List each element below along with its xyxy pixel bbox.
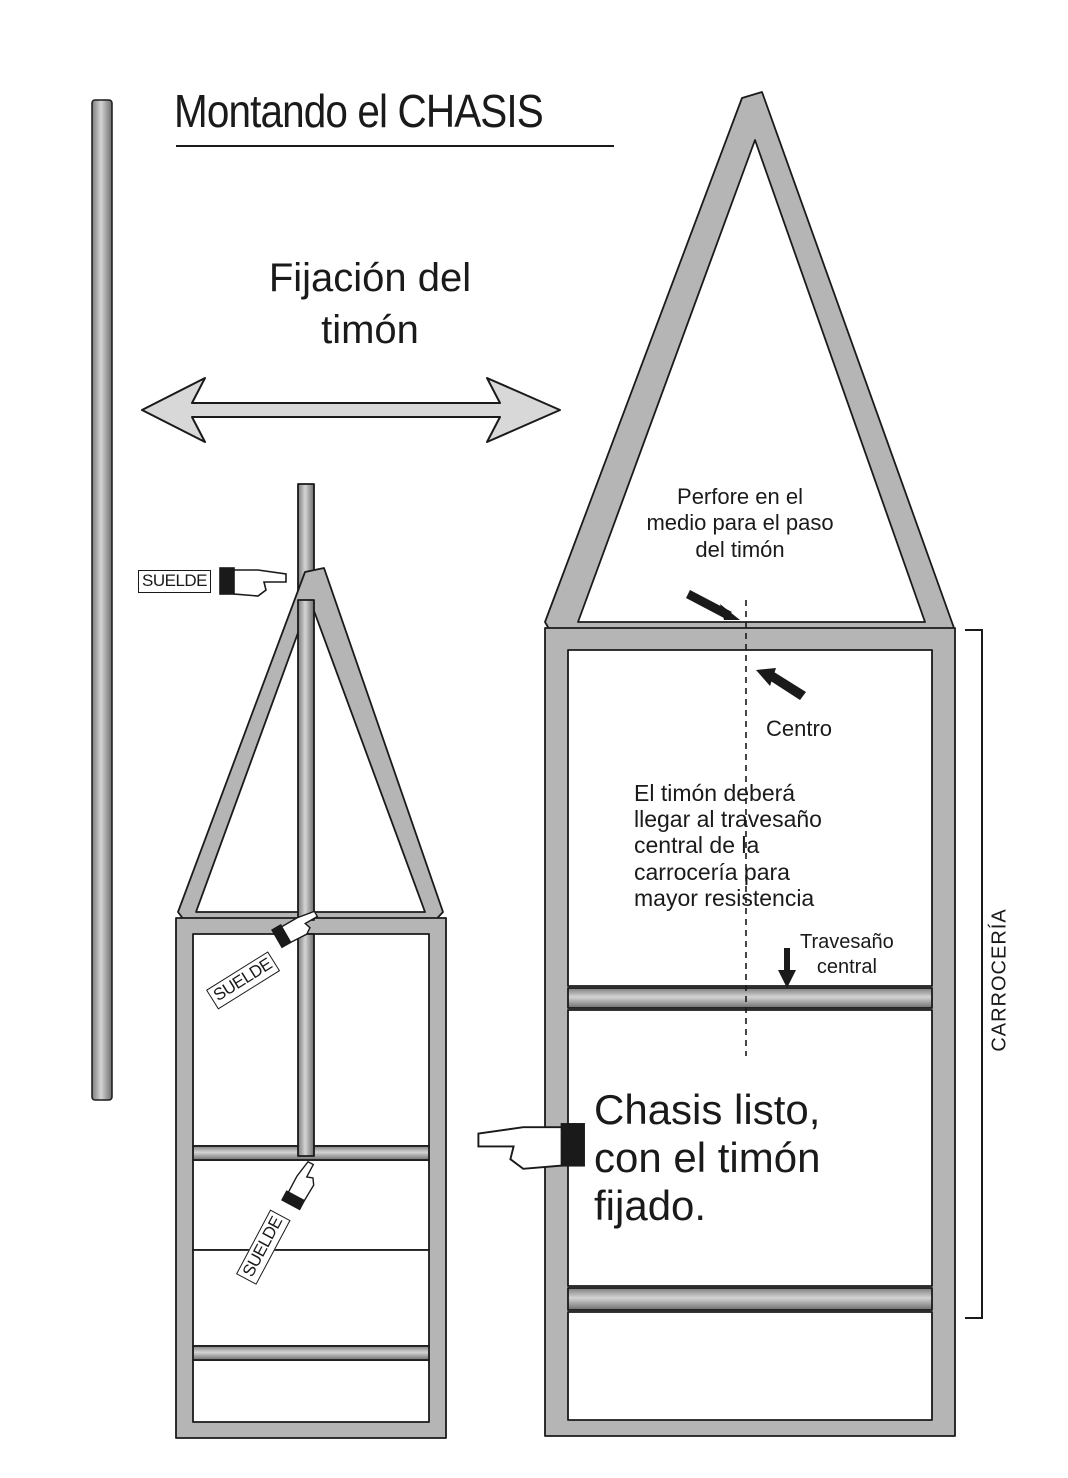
double-arrow-icon	[141, 377, 561, 443]
central-crossbar-label: Travesaño central	[800, 931, 894, 978]
tiller-note: El timón deberá llegar al travesaño cent…	[634, 780, 822, 911]
pointing-hand-icon	[219, 567, 287, 597]
arrow-icon	[756, 668, 806, 700]
weld-tag: SUELDE	[138, 570, 212, 593]
center-label: Centro	[766, 716, 833, 741]
pointing-hand-icon	[477, 1123, 585, 1170]
pointing-hand-icon	[281, 1160, 315, 1211]
chassis-ready-label: Chasis listo, con el timón fijado.	[594, 1086, 821, 1229]
loose-tiller-tube	[91, 99, 113, 1101]
small-chassis-frame	[175, 483, 447, 1439]
drill-instruction-label: Perfore en el medio para el paso del tim…	[646, 484, 834, 562]
title-underline	[176, 145, 614, 147]
large-chassis-frame	[544, 91, 956, 1437]
pointing-hand-icon	[271, 910, 319, 949]
arrow-icon	[686, 590, 740, 620]
tiller-fixing-label: Fijación del timón	[268, 256, 472, 352]
page-title: Montando el CHASIS	[174, 85, 544, 137]
carroceria-bracket	[965, 629, 983, 1319]
body-section-label: CARROCERÍA	[988, 902, 1012, 1058]
arrow-icon	[778, 948, 796, 988]
